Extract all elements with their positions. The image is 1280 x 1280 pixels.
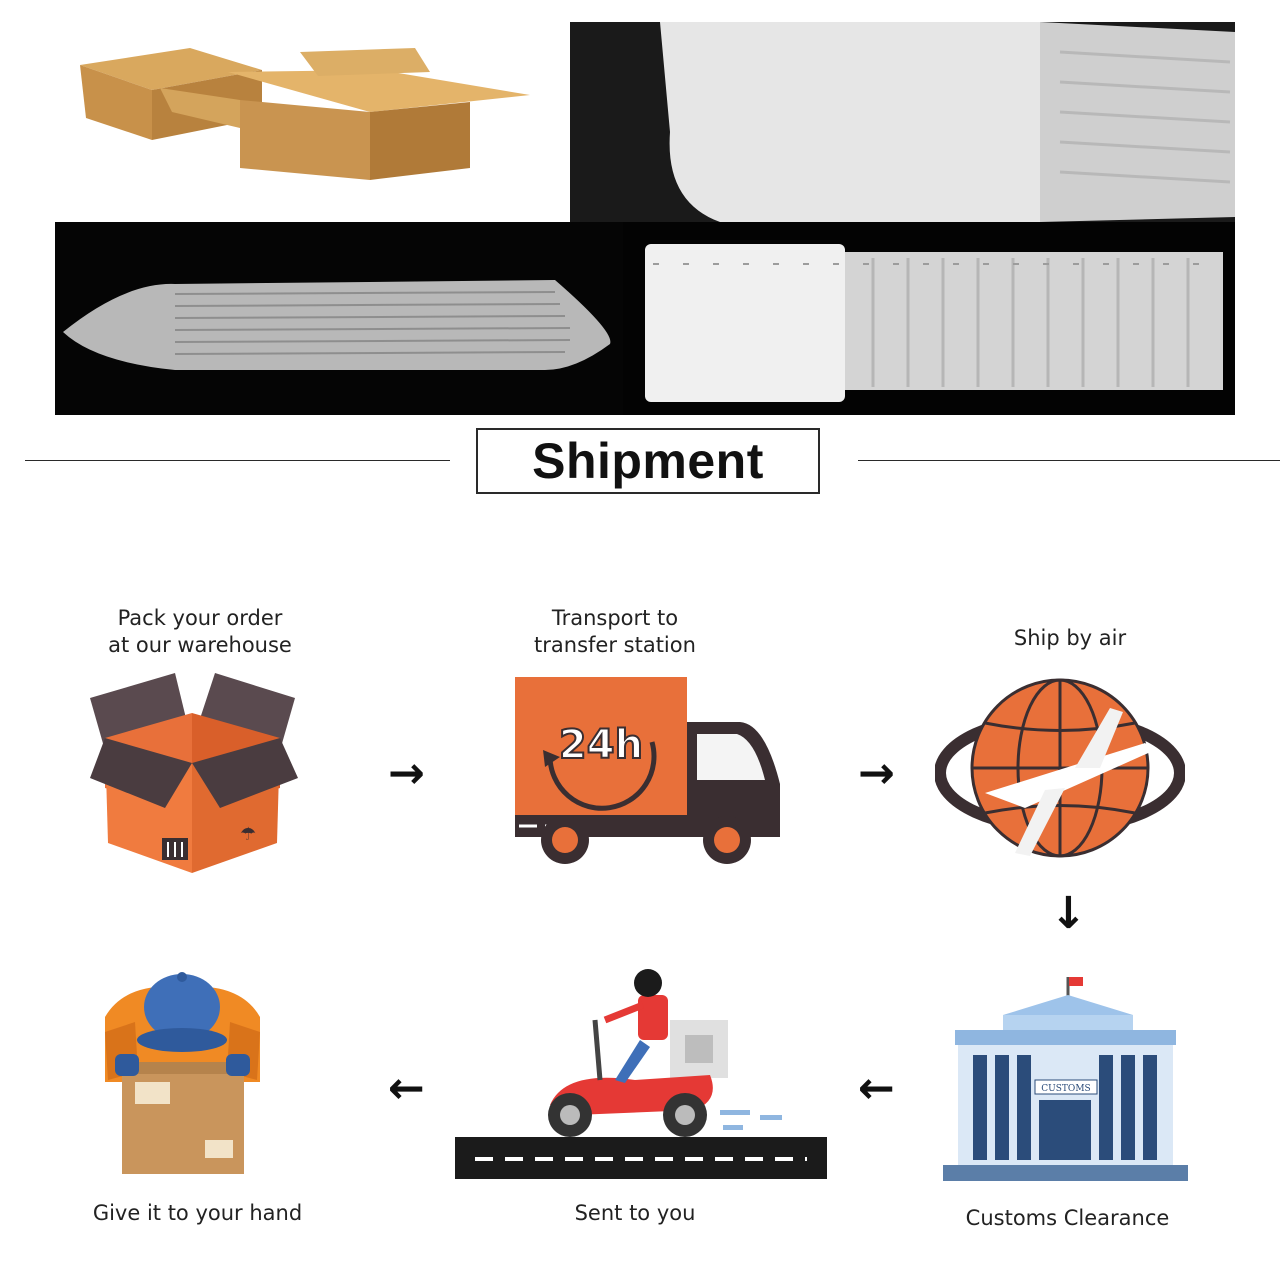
svg-text:☂: ☂ [240,824,256,845]
air-column-roll-photo [623,222,1235,415]
open-box-icon: ☂ [70,668,315,888]
step-label-sent: Sent to you [574,1201,696,1225]
step-label-air: Ship by air [1013,626,1127,650]
customs-sign: CUSTOMS [1041,1084,1090,1094]
section-title: Shipment [532,433,764,489]
section-title-box: Shipment [476,428,820,494]
divider-left [25,460,450,461]
divider-right [858,460,1280,461]
step-label-customs: Customs Clearance [965,1206,1170,1230]
scooter-courier-icon [455,965,827,1190]
bubble-film-roll-photo [570,22,1235,222]
arrow-down: ↓ [1050,888,1087,939]
globe-airplane-icon [934,668,1186,873]
arrow-left-2: ← [388,1063,425,1114]
arrow-right-1: → [388,748,425,799]
delivery-truck-icon: 24h [515,672,785,872]
customs-building-icon: CUSTOMS [943,975,1188,1190]
step-label-pack: Pack your order at our warehouse [108,606,292,657]
step-label-hand: Give it to your hand [92,1201,303,1225]
step-label-transport: Transport to transfer station [534,606,696,657]
air-column-bag-photo [55,222,623,415]
cardboard-boxes-photo [0,0,568,222]
truck-badge: 24h [559,722,643,768]
arrow-left-1: ← [858,1063,895,1114]
courier-holding-box-icon [100,962,265,1182]
arrow-right-2: → [858,748,895,799]
